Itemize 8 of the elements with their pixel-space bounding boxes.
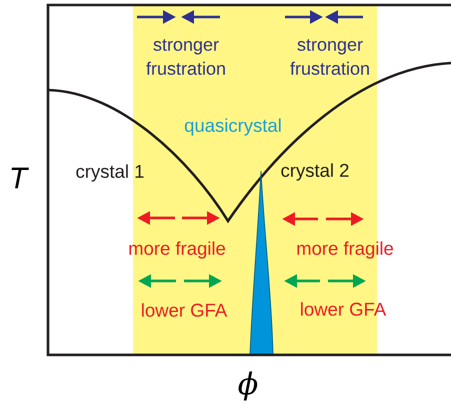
- axis-label: T: [12, 168, 29, 188]
- annotation-text: stronger frustration: [146, 39, 225, 75]
- annotation-text: stronger frustration: [290, 39, 369, 75]
- region-label: crystal 1: [76, 164, 144, 182]
- annotation-text: lower GFA: [142, 303, 228, 317]
- region-label: crystal 2: [281, 163, 348, 181]
- region-label: quasicrystal: [184, 118, 281, 136]
- axis-label: ϕ: [238, 371, 258, 400]
